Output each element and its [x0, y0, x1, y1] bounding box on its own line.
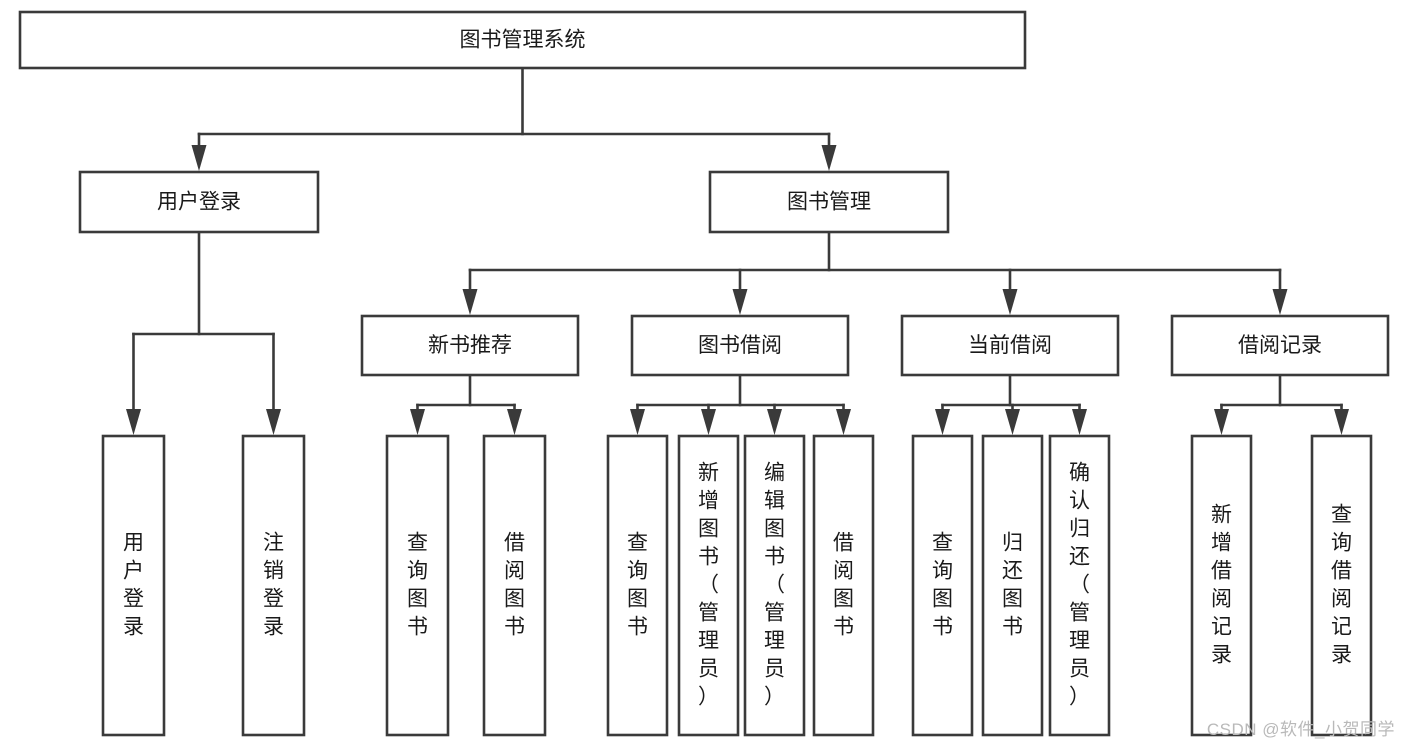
node-leaf-add-record[interactable]: 新增借阅记录	[1190, 434, 1253, 737]
node-book-borrow[interactable]: 图书借阅	[630, 314, 850, 377]
node-box	[606, 434, 669, 737]
node-box	[1048, 434, 1111, 737]
node-leaf-query-book-2[interactable]: 查询图书	[606, 434, 669, 737]
arrow-head-icon	[1214, 409, 1229, 435]
node-label: 图书借阅	[698, 334, 782, 357]
connector-group-new-book-recommend	[410, 373, 522, 435]
connector-group-book-borrow	[630, 373, 851, 435]
connector-layer	[126, 66, 1349, 435]
arrow-head-icon	[266, 409, 281, 435]
node-leaf-user-login[interactable]: 用户登录	[101, 434, 166, 737]
node-box	[360, 314, 580, 377]
node-new-book-recommend[interactable]: 新书推荐	[360, 314, 580, 377]
node-box	[101, 434, 166, 737]
arrow-head-icon	[836, 409, 851, 435]
arrow-head-icon	[1334, 409, 1349, 435]
arrow-head-icon	[732, 289, 748, 315]
node-borrow-record[interactable]: 借阅记录	[1170, 314, 1390, 377]
node-label: 新增图书（管理员）	[698, 462, 719, 709]
connector-group-current-borrow	[935, 373, 1087, 435]
node-box	[911, 434, 974, 737]
node-box	[630, 314, 850, 377]
arrow-head-icon	[821, 145, 837, 171]
node-box	[981, 434, 1044, 737]
node-label: 借阅记录	[1238, 334, 1322, 357]
watermark-label: CSDN @软件_小贺同学	[1206, 720, 1395, 739]
node-box	[482, 434, 547, 737]
node-label: 用户登录	[123, 532, 144, 639]
node-box	[241, 434, 306, 737]
node-box	[78, 170, 320, 234]
arrow-head-icon	[630, 409, 645, 435]
node-root[interactable]: 图书管理系统	[18, 10, 1027, 70]
node-label: 确认归还（管理员）	[1069, 462, 1090, 709]
node-label: 用户登录	[157, 191, 241, 214]
arrow-head-icon	[701, 409, 716, 435]
node-box	[1170, 314, 1390, 377]
node-label: 图书管理系统	[460, 29, 586, 52]
node-box	[708, 170, 950, 234]
connector-group-user-login	[126, 230, 281, 435]
node-label: 查询图书	[932, 532, 953, 639]
node-label: 注销登录	[263, 532, 284, 639]
node-book-manage[interactable]: 图书管理	[708, 170, 950, 234]
arrow-head-icon	[462, 289, 478, 315]
node-leaf-return-book[interactable]: 归还图书	[981, 434, 1044, 737]
node-label: 借阅图书	[833, 532, 854, 639]
node-leaf-add-book[interactable]: 新增图书（管理员）	[677, 434, 740, 737]
arrow-head-icon	[126, 409, 141, 435]
node-user-login[interactable]: 用户登录	[78, 170, 320, 234]
node-label: 新书推荐	[428, 334, 512, 357]
node-label: 归还图书	[1002, 532, 1023, 639]
node-box	[743, 434, 806, 737]
arrow-head-icon	[935, 409, 950, 435]
connector-group-book-manage	[462, 230, 1288, 315]
node-box	[900, 314, 1120, 377]
node-leaf-borrow-book-1[interactable]: 借阅图书	[482, 434, 547, 737]
node-label: 图书管理	[787, 191, 871, 214]
node-current-borrow[interactable]: 当前借阅	[900, 314, 1120, 377]
arrow-head-icon	[1005, 409, 1020, 435]
node-box	[1310, 434, 1373, 737]
arrow-head-icon	[191, 145, 207, 171]
node-label: 新增借阅记录	[1211, 504, 1232, 667]
node-label: 查询图书	[627, 532, 648, 639]
node-layer: 图书管理系统用户登录图书管理新书推荐图书借阅当前借阅借阅记录用户登录注销登录查询…	[18, 10, 1390, 737]
node-box	[812, 434, 875, 737]
node-label: 查询借阅记录	[1331, 504, 1352, 667]
node-leaf-query-record[interactable]: 查询借阅记录	[1310, 434, 1373, 737]
node-box	[1190, 434, 1253, 737]
node-leaf-user-logout[interactable]: 注销登录	[241, 434, 306, 737]
node-label: 借阅图书	[504, 532, 525, 639]
arrow-head-icon	[507, 409, 522, 435]
arrow-head-icon	[1272, 289, 1288, 315]
arrow-head-icon	[767, 409, 782, 435]
connector-group-root	[191, 66, 837, 171]
node-leaf-query-book-3[interactable]: 查询图书	[911, 434, 974, 737]
node-label: 当前借阅	[968, 334, 1052, 357]
node-leaf-confirm-return[interactable]: 确认归还（管理员）	[1048, 434, 1111, 737]
node-box	[18, 10, 1027, 70]
arrow-head-icon	[1002, 289, 1018, 315]
node-box	[677, 434, 740, 737]
node-box	[385, 434, 450, 737]
node-leaf-borrow-book-2[interactable]: 借阅图书	[812, 434, 875, 737]
arrow-head-icon	[410, 409, 425, 435]
arrow-head-icon	[1072, 409, 1087, 435]
node-leaf-edit-book[interactable]: 编辑图书（管理员）	[743, 434, 806, 737]
connector-group-borrow-record	[1214, 373, 1349, 435]
node-label: 编辑图书（管理员）	[764, 462, 785, 709]
node-leaf-query-book-1[interactable]: 查询图书	[385, 434, 450, 737]
node-label: 查询图书	[407, 532, 428, 639]
